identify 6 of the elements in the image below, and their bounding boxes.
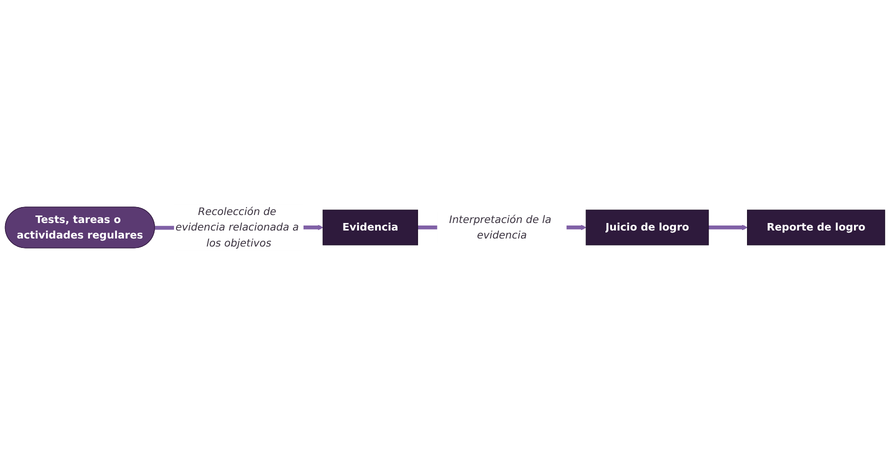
edge-label: Interpretación de la evidencia [449, 212, 552, 241]
arrow [708, 224, 748, 230]
edge-label: Recolección de evidencia relacionada a los objetivos [175, 204, 299, 248]
node-box: Reporte de logro [747, 209, 886, 245]
node-box: Evidencia [322, 209, 418, 245]
node-box: Juicio de logro [586, 209, 709, 245]
